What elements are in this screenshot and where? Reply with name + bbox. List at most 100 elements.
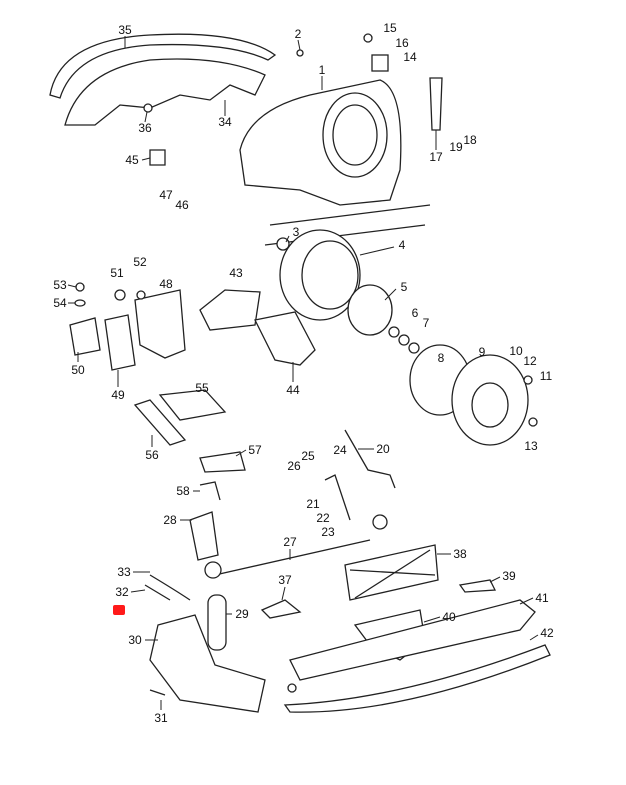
callout-47[interactable]: 47 [159, 188, 173, 202]
part-27-flap-left [204, 561, 222, 579]
part-31-spring [149, 689, 166, 696]
part-43-plate [199, 289, 261, 331]
part-4-fan [279, 229, 361, 321]
callout-24[interactable]: 24 [333, 443, 347, 457]
callout-3[interactable]: 3 [292, 225, 300, 239]
part-51-bolt [114, 289, 126, 301]
callout-48[interactable]: 48 [159, 277, 173, 291]
part-49-bracket [104, 314, 136, 371]
callout-7[interactable]: 7 [422, 316, 430, 330]
part-13-nut [528, 417, 538, 427]
part-48-bracket [134, 289, 186, 359]
part-1-inner-ring [332, 104, 378, 166]
callout-6[interactable]: 6 [411, 306, 419, 320]
callout-42[interactable]: 42 [540, 626, 554, 640]
callout-35[interactable]: 35 [118, 23, 132, 37]
part-57-plate [199, 451, 246, 473]
part-bolt [287, 683, 297, 693]
part-45-clip [149, 149, 166, 166]
part-12-washer [523, 375, 533, 385]
callout-4[interactable]: 4 [398, 238, 406, 252]
part-37-bracket [260, 599, 302, 619]
callout-26[interactable]: 26 [287, 459, 301, 473]
callout-38[interactable]: 38 [453, 547, 467, 561]
callout-5[interactable]: 5 [400, 280, 408, 294]
part-35-cover-strip [49, 33, 277, 99]
part-10-cover-plate [451, 354, 529, 446]
callout-1[interactable]: 1 [318, 63, 326, 77]
callout-2[interactable]: 2 [294, 27, 302, 41]
callout-29[interactable]: 29 [235, 607, 249, 621]
callout-14[interactable]: 14 [403, 50, 417, 64]
callout-27[interactable]: 27 [283, 535, 297, 549]
part-36-fastener [143, 103, 153, 113]
callout-46[interactable]: 46 [175, 198, 189, 212]
callout-40[interactable]: 40 [442, 610, 456, 624]
part-56-flap [133, 399, 187, 446]
callout-54[interactable]: 54 [53, 296, 67, 310]
part-50-bracket [69, 317, 101, 356]
part-41-rail [289, 599, 536, 681]
callout-57[interactable]: 57 [248, 443, 262, 457]
callout-43[interactable]: 43 [229, 266, 243, 280]
callout-12[interactable]: 12 [523, 354, 537, 368]
part-28-cover [189, 511, 219, 561]
callout-20[interactable]: 20 [376, 442, 390, 456]
callout-25[interactable]: 25 [301, 449, 315, 463]
callout-22[interactable]: 22 [316, 511, 330, 525]
callout-55[interactable]: 55 [195, 381, 209, 395]
part-20-rod [344, 429, 396, 489]
callout-52[interactable]: 52 [133, 255, 147, 269]
callout-39[interactable]: 39 [502, 569, 516, 583]
callout-8[interactable]: 8 [437, 351, 445, 365]
callout-15[interactable]: 15 [383, 21, 397, 35]
callout-13[interactable]: 13 [524, 439, 538, 453]
callout-44[interactable]: 44 [286, 383, 300, 397]
callout-23[interactable]: 23 [321, 525, 335, 539]
part-29-pipe [207, 594, 227, 651]
callout-53[interactable]: 53 [53, 278, 67, 292]
part-15-bolt [363, 33, 373, 43]
part-39-bracket [458, 579, 497, 593]
callout-18[interactable]: 18 [463, 133, 477, 147]
callout-56[interactable]: 56 [145, 448, 159, 462]
callout-17[interactable]: 17 [429, 150, 443, 164]
selection-marker[interactable] [113, 605, 125, 615]
callout-36[interactable]: 36 [138, 121, 152, 135]
leader-lines [67, 36, 539, 710]
callout-33[interactable]: 33 [117, 565, 131, 579]
callout-19[interactable]: 19 [449, 140, 463, 154]
part-7-spacer [398, 334, 410, 346]
part-8-nut [408, 342, 420, 354]
callout-32[interactable]: 32 [115, 585, 129, 599]
part-34-housing [64, 58, 266, 126]
callout-30[interactable]: 30 [128, 633, 142, 647]
callout-41[interactable]: 41 [535, 591, 549, 605]
callout-50[interactable]: 50 [71, 363, 85, 377]
callout-37[interactable]: 37 [278, 573, 292, 587]
part-5-pulley [347, 284, 393, 336]
callout-11[interactable]: 11 [539, 369, 553, 383]
callout-45[interactable]: 45 [125, 153, 139, 167]
part-55-flap [158, 389, 227, 421]
part-42-strip [283, 644, 551, 713]
part-38-cross [349, 549, 436, 599]
part-32-33-spring [144, 574, 191, 601]
callout-31[interactable]: 31 [154, 711, 168, 725]
callout-51[interactable]: 51 [110, 266, 124, 280]
callout-9[interactable]: 9 [478, 345, 486, 359]
callout-58[interactable]: 58 [176, 484, 190, 498]
part-4-fan-hub [301, 240, 359, 310]
callout-21[interactable]: 21 [306, 497, 320, 511]
part-27-rod [214, 539, 371, 576]
part-58-clip [199, 481, 221, 501]
part-2-nut [296, 49, 304, 57]
callout-16[interactable]: 16 [395, 36, 409, 50]
part-52-nut [136, 290, 146, 300]
callout-10[interactable]: 10 [509, 344, 523, 358]
callout-28[interactable]: 28 [163, 513, 177, 527]
callout-49[interactable]: 49 [111, 388, 125, 402]
callout-34[interactable]: 34 [218, 115, 232, 129]
